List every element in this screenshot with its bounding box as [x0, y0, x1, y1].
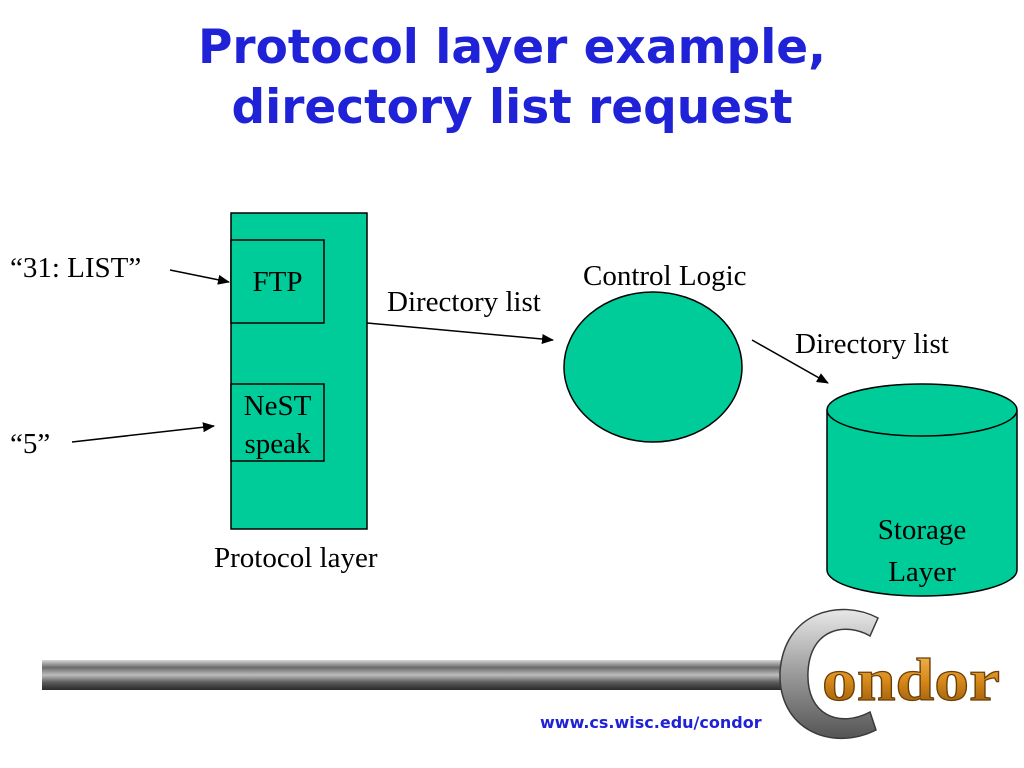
svg-text:ondor: ondor — [822, 647, 1000, 713]
storage-cylinder-top — [826, 383, 1018, 437]
control-logic-circle — [563, 291, 743, 443]
protocol-layer-label: Protocol layer — [214, 542, 378, 574]
ftp-label: FTP — [252, 266, 303, 298]
arrow-protocol-to-control — [366, 322, 554, 344]
directory-list-label-1: Directory list — [387, 286, 541, 318]
directory-list-label-2: Directory list — [795, 328, 949, 360]
arrow-list-to-ftp — [169, 269, 230, 285]
slide-title-line1: Protocol layer example, — [197, 20, 827, 75]
storage-label-line2: Layer — [888, 556, 956, 588]
slide-title: Protocol layer example, directory list r… — [0, 18, 1024, 138]
condor-logo: ondor — [779, 608, 1001, 740]
ftp-box — [230, 239, 325, 324]
nest-label-line2: speak — [244, 428, 311, 460]
storage-label-line1: Storage — [877, 514, 967, 546]
nest-speak-box — [230, 383, 325, 462]
slide-title-line2: directory list request — [231, 80, 793, 135]
input-five-code: “5” — [10, 428, 51, 460]
footer-bar — [42, 660, 802, 690]
arrow-control-to-storage — [751, 339, 829, 384]
control-logic-label: Control Logic — [583, 260, 747, 292]
storage-cylinder — [826, 410, 1018, 597]
arrow-five-to-nest — [71, 422, 215, 443]
nest-label-line1: NeST — [243, 390, 312, 422]
input-list-command: “31: LIST” — [10, 252, 142, 284]
footer-url-link[interactable]: www.cs.wisc.edu/condor — [540, 713, 762, 732]
